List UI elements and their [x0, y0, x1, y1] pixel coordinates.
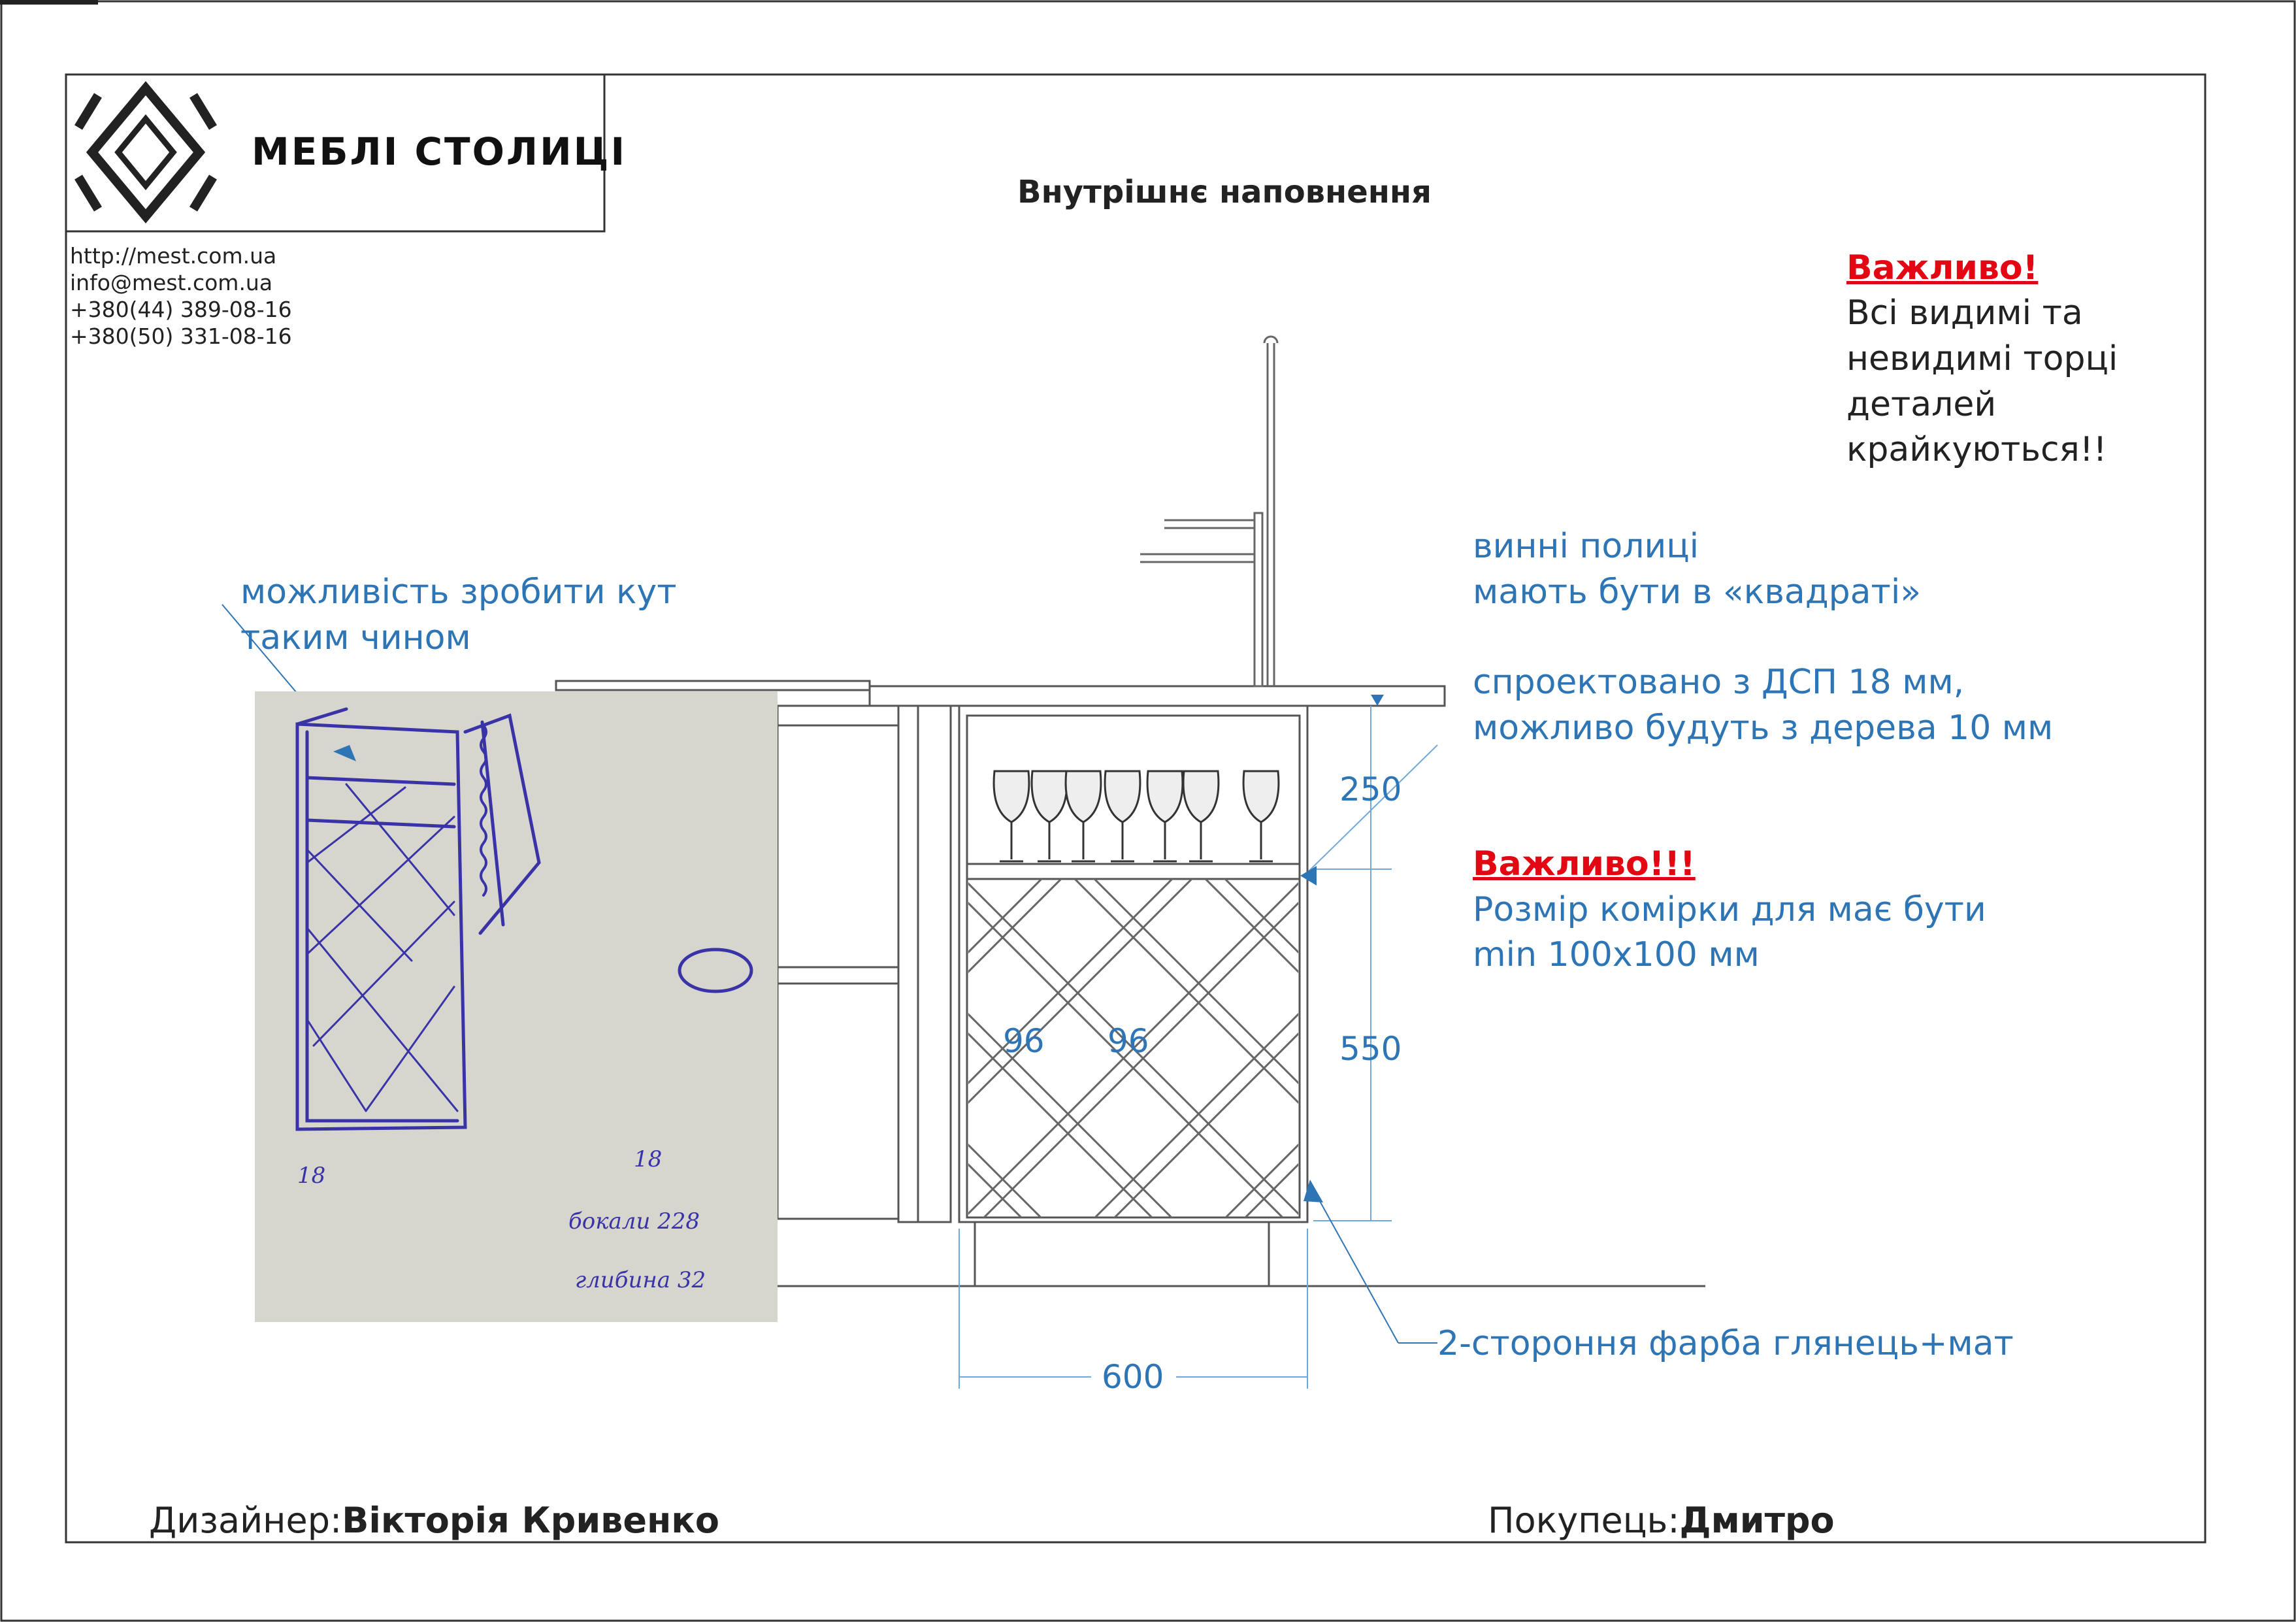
important-line: деталей — [1846, 385, 1997, 424]
wine-shelves-note: мають бути в «квадраті» — [1473, 572, 1922, 612]
page-title: Внутрішнє наповнення — [1017, 174, 1432, 210]
arrow-icons — [1300, 695, 1384, 1202]
dimension-cell-b: 96 — [1107, 1022, 1149, 1060]
cell-size-note: Розмір комірки для має бути — [1473, 890, 1986, 929]
corner-note: таким чином — [240, 618, 471, 657]
cell-size-note: min 100x100 мм — [1473, 935, 1760, 974]
designer-credit: Дизайнер:Вікторія Кривенко — [149, 1503, 719, 1538]
wine-glasses — [992, 770, 1280, 863]
logo-box — [65, 73, 606, 233]
logo-emblem-icon — [0, 0, 217, 223]
wine-cabinet — [958, 704, 1309, 1287]
contact-phone-1: +380(44) 389-08-16 — [70, 297, 292, 322]
important-line: Всі видимі та — [1846, 293, 2083, 333]
dimension-550: 550 — [1339, 1030, 1402, 1068]
dimension-600: 600 — [1102, 1358, 1164, 1396]
arrow-icon — [333, 745, 356, 761]
wine-lattice — [968, 879, 1298, 1217]
hand-sketch-photo: 18 18 бокали 228 глибина 32 — [255, 691, 778, 1322]
important-line: крайкуються!! — [1846, 430, 2107, 469]
countertop — [555, 680, 1446, 707]
sketch-note-glasses: бокали 228 — [568, 1208, 700, 1234]
faucet-icon — [1140, 335, 1279, 687]
customer-label: Покупець: — [1488, 1500, 1680, 1541]
designer-label: Дизайнер: — [149, 1500, 342, 1541]
sketch-note-depth: глибина 32 — [575, 1267, 706, 1293]
important-line: невидимі торці — [1846, 339, 2118, 378]
customer-credit: Покупець:Дмитро — [1488, 1503, 1835, 1538]
designer-name: Вікторія Кривенко — [342, 1500, 720, 1541]
corner-note: можливість зробити кут — [240, 572, 677, 612]
contact-website[interactable]: http://mest.com.ua — [70, 243, 277, 269]
logo-brand-name: МЕБЛІ СТОЛИЦІ — [252, 129, 627, 174]
cell-important-heading: Важливо!!! — [1473, 844, 1696, 884]
sketch-note-left: 18 — [297, 1163, 325, 1189]
customer-name: Дмитро — [1679, 1500, 1835, 1541]
dimension-cell-a: 96 — [1003, 1022, 1045, 1060]
contact-phone-2: +380(50) 331-08-16 — [70, 323, 292, 349]
frame-border — [65, 73, 2206, 1544]
contact-email[interactable]: info@mest.com.ua — [70, 270, 273, 295]
material-note: можливо будуть з дерева 10 мм — [1473, 708, 2054, 748]
wine-shelves-note: винні полиці — [1473, 527, 1699, 566]
material-note: спроектовано з ДСП 18 мм, — [1473, 663, 1965, 702]
dimension-250: 250 — [1339, 770, 1402, 808]
drawer-cabinet — [776, 704, 952, 1223]
paint-note: 2-стороння фарба глянець+мат — [1437, 1324, 2014, 1363]
important-heading: Важливо! — [1846, 248, 2039, 288]
sketch-note-right: 18 — [634, 1146, 662, 1172]
